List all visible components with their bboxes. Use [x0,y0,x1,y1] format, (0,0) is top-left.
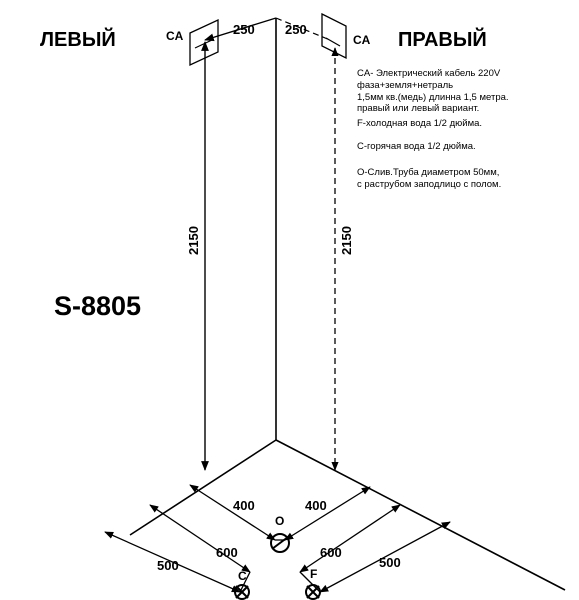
dim-base-left-400: 400 [233,498,255,513]
dim-base-right-500: 500 [379,555,401,570]
cold-water-label: F [310,567,317,581]
hot-water-symbol [234,584,250,600]
ca-right-label: CA [353,33,371,47]
dim-base-right-600: 600 [320,545,342,560]
socket-right [321,12,347,60]
floor-dimensions [104,484,451,593]
legend-line: правый или левый вариант. [357,103,479,114]
wall-corner [129,18,566,591]
floor-left-edge [129,439,277,536]
legend-line: фаза+земля+нетраль [357,80,453,91]
legend-line: O-Слив.Труба диаметром 50мм, [357,167,499,178]
legend-line: F-холодная вода 1/2 дюйма. [357,118,482,129]
socket-left [189,18,219,67]
dim-base-left-600: 600 [216,545,238,560]
ca-left-label: CA [166,29,184,43]
dim-height-left: 2150 [186,226,201,255]
dim-base-left-500: 500 [157,558,179,573]
legend-line: C-горячая вода 1/2 дюйма. [357,141,476,152]
dim-top-left: 250 [233,22,255,37]
hot-water-label: C [238,569,247,583]
legend-line: CA- Электрический кабель 220V [357,68,501,79]
cold-water-symbol [305,584,321,600]
dim-height-right: 2150 [339,226,354,255]
left-variant-label: ЛЕВЫЙ [40,27,116,51]
model-number: S-8805 [54,291,141,321]
drain-label: O [275,514,284,528]
dim-top-right: 250 [285,22,307,37]
legend-line: 1,5мм кв.(медь) длинна 1,5 метра. [357,92,509,103]
right-variant-label: ПРАВЫЙ [398,27,487,51]
top-left-line [204,17,277,42]
legend: CA- Электрический кабель 220V фаза+земля… [357,68,509,190]
floor-right-edge [275,439,566,591]
dim-base-right-400: 400 [305,498,327,513]
legend-line: с раструбом заподлицо с полом. [357,179,501,190]
drain-symbol [270,533,290,553]
